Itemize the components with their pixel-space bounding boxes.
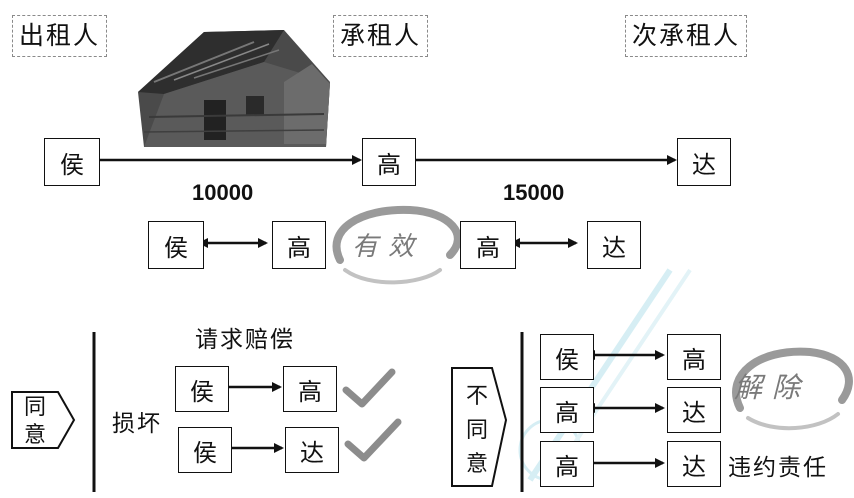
party-hou-main: 侯: [44, 138, 100, 186]
party-hou-disagree: 侯: [540, 334, 594, 380]
party-da-disagree-2: 达: [667, 441, 721, 487]
amount-gao-da: 15000: [503, 180, 565, 205]
tag-disagree-shape: [451, 367, 508, 487]
watermark-effective: 有效: [352, 232, 425, 262]
party-da-disagree-1: 达: [667, 387, 721, 433]
role-lessee: 承租人: [333, 15, 429, 57]
party-hou-effective: 侯: [148, 221, 204, 269]
party-da-agree: 达: [285, 427, 339, 473]
check-icon: [342, 368, 396, 408]
tag-disagree-label: 不同意: [465, 384, 488, 477]
watermark-effective-swirl: [332, 205, 462, 285]
party-gao-main: 高: [362, 138, 416, 186]
party-hou-agree-2: 侯: [178, 427, 232, 473]
house-photo: [138, 30, 330, 147]
party-gao-disagree-3: 高: [540, 441, 594, 487]
party-gao-effective-2: 高: [460, 221, 516, 269]
party-gao-effective: 高: [272, 221, 326, 269]
tag-agree-shape: [11, 391, 76, 449]
party-da-main: 达: [677, 138, 731, 186]
claim-label: 请求赔偿: [195, 327, 295, 353]
amount-hou-gao: 10000: [192, 180, 254, 205]
role-sublessee: 次承租人: [625, 15, 748, 57]
breach-label: 违约责任: [728, 455, 828, 481]
party-da-effective: 达: [587, 221, 641, 269]
party-gao-disagree-1: 高: [667, 334, 721, 380]
tag-agree-label: 同意: [23, 395, 46, 448]
check-icon: [344, 418, 402, 462]
watermark-terminate-swirl: [732, 347, 853, 431]
damage-label: 损坏: [112, 411, 162, 437]
party-hou-agree-1: 侯: [175, 366, 229, 412]
party-gao-agree: 高: [283, 366, 337, 412]
party-gao-disagree-2: 高: [540, 387, 594, 433]
role-lessor: 出租人: [12, 15, 108, 57]
watermark-terminate: 解除: [734, 371, 811, 404]
